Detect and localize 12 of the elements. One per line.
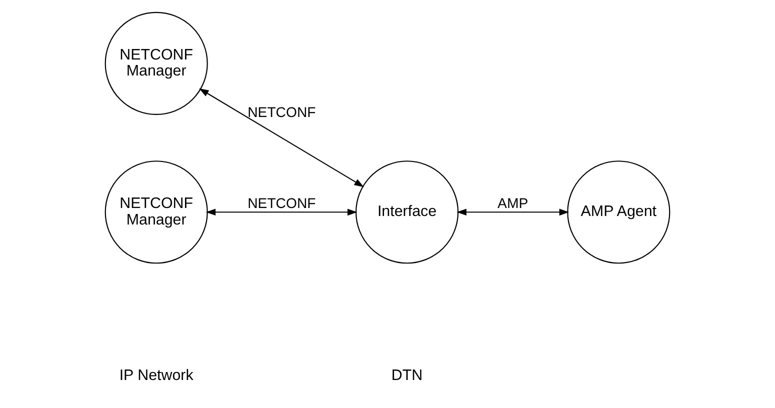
arrow xyxy=(199,88,364,188)
edge-label: AMP xyxy=(498,195,528,212)
node-circle: Interface xyxy=(355,160,459,264)
node-circle: NETCONF Manager xyxy=(104,160,208,264)
label: DTN xyxy=(391,367,423,384)
edge-label: NETCONF xyxy=(248,195,316,212)
node-circle: NETCONF Manager xyxy=(104,12,208,116)
node-circle: AMP Agent xyxy=(567,160,670,264)
arrow xyxy=(456,208,570,216)
label: IP Network xyxy=(119,367,194,384)
edge-label: NETCONF xyxy=(248,104,316,120)
arrow xyxy=(206,208,358,216)
